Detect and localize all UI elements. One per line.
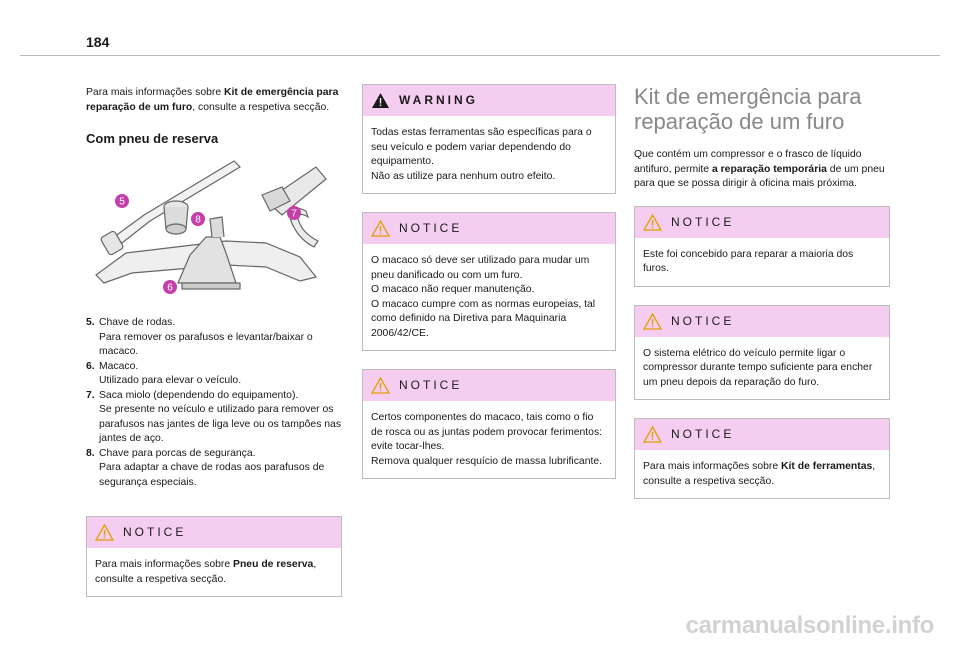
repair-kit-intro: Que contém um compressor e o frasco de l… (634, 149, 885, 189)
notice-body: O macaco só deve ser utilizado para muda… (371, 255, 596, 339)
notice-body: Para mais informações sobre Pneu de rese… (95, 559, 317, 585)
intro-paragraph: Para mais informações sobre Kit de emerg… (86, 87, 339, 113)
notice-box-jack-use: NOTICE O macaco só deve ser utilizado pa… (362, 212, 616, 351)
warning-triangle-icon (372, 93, 389, 108)
warning-triangle-icon (371, 377, 390, 394)
figure-callout-5: 5 (115, 193, 129, 208)
notice-title: NOTICE (671, 214, 735, 229)
notice-header: NOTICE (87, 517, 341, 548)
warning-box: WARNING Todas estas ferramentas são espe… (362, 84, 616, 194)
warning-body: Todas estas ferramentas são específicas … (371, 127, 592, 182)
notice-box-compressor: NOTICE O sistema elétrico do veículo per… (634, 304, 890, 400)
header-divider (20, 55, 940, 56)
notice-title: NOTICE (123, 525, 187, 540)
section-title-repair-kit: Kit de emergência para reparação de um f… (634, 84, 862, 134)
list-item: 8.Chave para porcas de segurança.Para ad… (86, 447, 325, 488)
column-3: Kit de emergência para reparação de um f… (634, 84, 890, 517)
page-number: 184 (86, 34, 110, 50)
notice-header: NOTICE (635, 206, 889, 238)
notice-body: Certos componentes do macaco, tais como … (371, 412, 603, 467)
notice-box-spare-wheel: NOTICE Para mais informações sobre Pneu … (86, 516, 342, 597)
notice-title: NOTICE (671, 427, 735, 442)
svg-text:5: 5 (119, 196, 125, 207)
warning-title: WARNING (399, 93, 478, 108)
notice-header: NOTICE (635, 419, 889, 450)
warning-triangle-icon (643, 426, 662, 443)
warning-triangle-icon (371, 220, 390, 237)
watermark: carmanualsonline.info (685, 612, 935, 639)
tools-list: 5.Chave de rodas.Para remover os parafus… (86, 316, 342, 490)
notice-body: O sistema elétrico do veículo permite li… (643, 347, 873, 388)
notice-box-repair-scope: NOTICE Este foi concebido para reparar a… (634, 205, 890, 287)
notice-body: Este foi concebido para reparar a maiori… (643, 248, 854, 275)
tools-illustration: 5 8 7 6 (95, 159, 327, 294)
notice-title: NOTICE (399, 378, 463, 393)
svg-text:6: 6 (167, 282, 173, 293)
notice-title: NOTICE (399, 221, 463, 236)
warning-header: WARNING (363, 85, 615, 116)
notice-title: NOTICE (671, 313, 735, 328)
column-2: WARNING Todas estas ferramentas são espe… (362, 84, 616, 497)
column-1: Para mais informações sobre Kit de emerg… (86, 86, 342, 615)
list-item: 5.Chave de rodas.Para remover os parafus… (86, 317, 313, 357)
warning-triangle-icon (643, 312, 662, 330)
notice-header: NOTICE (635, 305, 889, 337)
svg-text:7: 7 (291, 208, 297, 219)
notice-box-tool-kit: NOTICE Para mais informações sobre Kit d… (634, 418, 890, 499)
figure-callout-8: 8 (191, 211, 205, 226)
notice-header: NOTICE (363, 370, 615, 401)
notice-box-jack-components: NOTICE Certos componentes do macaco, tai… (362, 369, 616, 479)
figure-callout-7: 7 (287, 205, 301, 220)
svg-text:8: 8 (195, 214, 201, 225)
warning-triangle-icon (95, 524, 114, 541)
notice-body: Para mais informações sobre Kit de ferra… (643, 461, 876, 487)
list-item: 7.Saca miolo (dependendo do equipamento)… (86, 389, 342, 445)
warning-triangle-icon (643, 213, 662, 231)
figure-callout-6: 6 (163, 279, 177, 294)
list-item: 6.Macaco.Utilizado para elevar o veículo… (86, 360, 242, 387)
notice-header: NOTICE (363, 213, 615, 244)
section-heading-spare-wheel: Com pneu de reserva (86, 131, 219, 146)
